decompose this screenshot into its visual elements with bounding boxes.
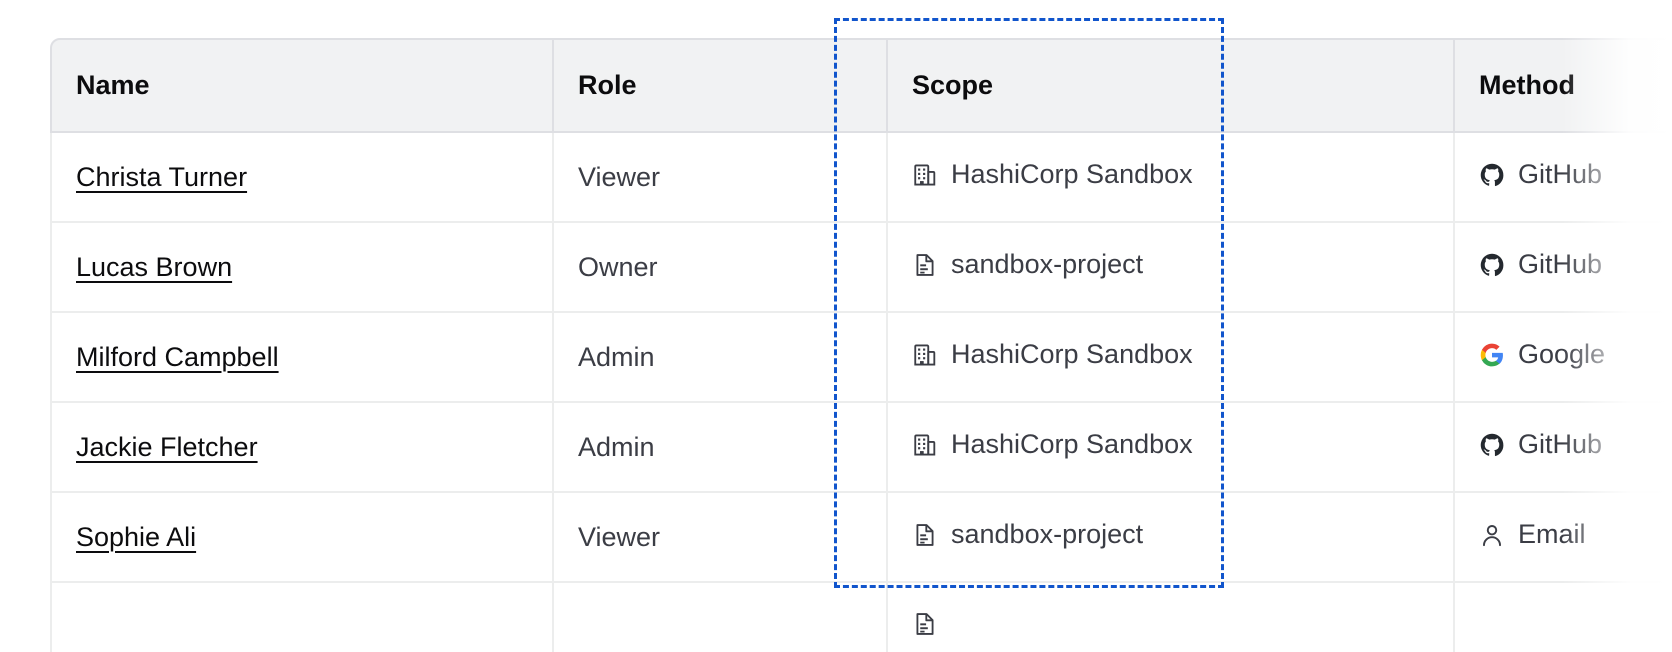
cell-method: Email — [1455, 493, 1672, 583]
github-icon — [1480, 253, 1504, 276]
scope-label: HashiCorp Sandbox — [951, 339, 1193, 370]
cell-name — [50, 583, 554, 652]
member-name-link[interactable]: Lucas Brown — [76, 251, 233, 282]
cell-method: Google — [1455, 313, 1672, 403]
column-header-scope[interactable]: Scope — [888, 38, 1455, 133]
method-label: GitHub — [1518, 429, 1603, 460]
scope-label: HashiCorp Sandbox — [951, 429, 1193, 460]
cell-scope: sandbox-project — [888, 223, 1455, 313]
project-document-icon — [916, 253, 934, 276]
user-person-icon — [1483, 524, 1501, 546]
cell-scope: HashiCorp Sandbox — [888, 133, 1455, 223]
cell-method: GitHub — [1455, 223, 1672, 313]
column-header-role[interactable]: Role — [554, 38, 888, 133]
scope-label: sandbox-project — [951, 519, 1144, 550]
table-row — [50, 583, 1672, 652]
cell-role — [554, 583, 888, 652]
cell-role: Viewer — [554, 133, 888, 223]
member-name-link[interactable]: Milford Campbell — [76, 341, 279, 372]
method-label: Email — [1518, 519, 1586, 550]
org-building-icon — [914, 344, 936, 366]
cell-scope: HashiCorp Sandbox — [888, 403, 1455, 493]
project-document-icon — [916, 612, 934, 635]
members-table: Name Role Scope Method Christa Turner Vi… — [50, 38, 1672, 652]
member-name-link[interactable]: Jackie Fletcher — [76, 431, 258, 462]
table-row: Sophie Ali Viewer sandbox- — [50, 493, 1672, 583]
cell-role: Admin — [554, 313, 888, 403]
cell-method — [1455, 583, 1672, 652]
scope-label: HashiCorp Sandbox — [951, 159, 1193, 190]
cell-name: Jackie Fletcher — [50, 403, 554, 493]
table-row: Lucas Brown Owner sandbox- — [50, 223, 1672, 313]
cell-method: GitHub — [1455, 403, 1672, 493]
github-icon — [1480, 433, 1504, 456]
table-row: Milford Campbell Admin — [50, 313, 1672, 403]
cell-role: Admin — [554, 403, 888, 493]
project-document-icon — [916, 523, 934, 546]
table-header-row: Name Role Scope Method — [50, 38, 1672, 133]
table-row: Christa Turner Viewer — [50, 133, 1672, 223]
cell-role: Owner — [554, 223, 888, 313]
cell-name: Christa Turner — [50, 133, 554, 223]
cell-scope: HashiCorp Sandbox — [888, 313, 1455, 403]
cell-role: Viewer — [554, 493, 888, 583]
member-name-link[interactable]: Christa Turner — [76, 161, 248, 192]
table-header: Name Role Scope Method — [50, 38, 1672, 133]
members-table-scroll-container[interactable]: Name Role Scope Method Christa Turner Vi… — [50, 38, 1672, 652]
cell-method: GitHub — [1455, 133, 1672, 223]
scope-label: sandbox-project — [951, 249, 1144, 280]
method-label: GitHub — [1518, 249, 1603, 280]
cell-name: Milford Campbell — [50, 313, 554, 403]
method-label: GitHub — [1518, 159, 1603, 190]
cell-scope — [888, 583, 1455, 652]
table-row: Jackie Fletcher Admin — [50, 403, 1672, 493]
member-name-link[interactable]: Sophie Ali — [76, 521, 197, 552]
column-header-name[interactable]: Name — [50, 38, 554, 133]
table-body: Christa Turner Viewer — [50, 133, 1672, 652]
cell-name: Sophie Ali — [50, 493, 554, 583]
cell-name: Lucas Brown — [50, 223, 554, 313]
column-header-method[interactable]: Method — [1455, 38, 1672, 133]
google-icon — [1480, 343, 1503, 367]
github-icon — [1480, 163, 1504, 186]
org-building-icon — [914, 164, 936, 186]
method-label: Google — [1518, 339, 1606, 370]
org-building-icon — [914, 434, 936, 456]
cell-scope: sandbox-project — [888, 493, 1455, 583]
